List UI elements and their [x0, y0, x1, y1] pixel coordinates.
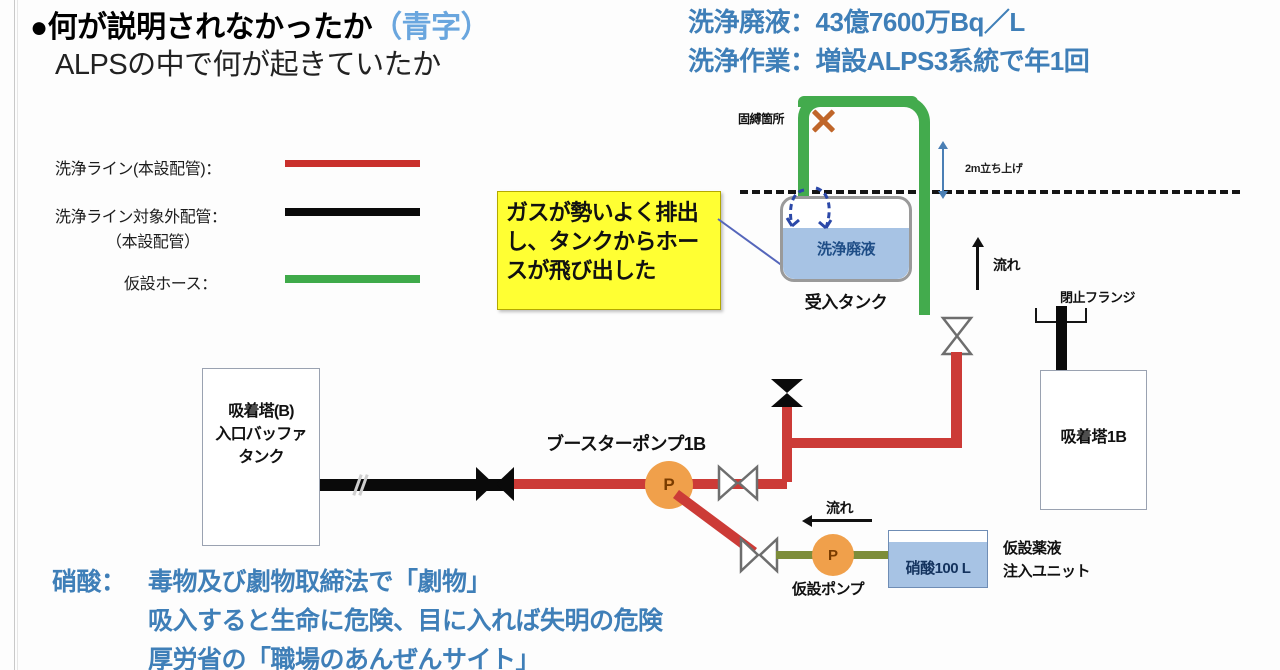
page-title-main: ●何が説明されなかったか	[30, 11, 373, 44]
valve-hose-to-pipe-icon	[940, 316, 974, 356]
black-pipe-horizontal	[320, 479, 510, 491]
receiving-tank-liquid-label: 洗浄廃液	[816, 241, 876, 258]
riser-dimension-arrow-icon	[938, 141, 948, 199]
bottom-note-line1: 毒物及び劇物取締法で「劇物」	[148, 568, 492, 596]
hose-bend-right	[896, 96, 930, 136]
temp-hose-left-segment	[776, 551, 816, 559]
left-border-rule	[14, 0, 15, 670]
note-cleaning-frequency: 洗浄作業：増設ALPS3系統で年1回	[688, 46, 1090, 76]
booster-pump-label: ブースターポンプ1B	[546, 434, 706, 454]
flow-label-right: 流れ	[993, 257, 1021, 273]
callout-text: ガスが勢いよく排出し、タンクからホースが飛び出した	[506, 200, 699, 284]
hose-segment-top-horizontal	[798, 96, 918, 107]
buffer-tank-box	[202, 368, 320, 546]
ground-reference-line	[740, 190, 1240, 194]
temp-hose-right-segment	[850, 551, 892, 559]
page-title-line1: ●何が説明されなかったか（青字）	[30, 2, 491, 46]
temp-pump-symbol: P	[812, 534, 854, 576]
bottom-note-line2: 吸入すると生命に危険、目に入れば失明の危険	[148, 607, 663, 635]
legend-swatch-excluded-pipe	[285, 208, 420, 216]
buffer-tank-label: 吸着塔(B) 入口バッファ タンク	[215, 403, 307, 467]
legend-label-temp-hose: 仮設ホース：	[124, 276, 217, 293]
valve-temp-injection-icon	[739, 536, 779, 574]
bottom-note-key: 硝酸：	[52, 568, 126, 596]
flow-arrow-left-icon	[802, 514, 872, 527]
red-pipe-vent-stub	[782, 400, 792, 442]
gas-discharge-callout: ガスが勢いよく排出し、タンクからホースが飛び出した	[497, 191, 721, 310]
valve-booster-discharge-icon	[717, 464, 759, 502]
gas-swirl-arrows-icon	[785, 186, 833, 230]
nitric-acid-tank-label: 硝酸100 L	[905, 560, 971, 577]
hose-bend-left	[798, 96, 822, 130]
flow-label-bottom: 流れ	[826, 500, 854, 516]
nitric-acid-tank-liquid	[889, 542, 987, 587]
tie-point-label: 固縛箇所	[738, 112, 785, 126]
legend-label-excluded-pipe: 洗浄ライン対象外配管：	[55, 209, 227, 226]
absorber-1b-box	[1040, 370, 1147, 510]
left-border-rule-secondary	[17, 0, 18, 670]
valve-vent-icon	[771, 379, 803, 407]
valve-buffer-outlet-icon	[476, 467, 514, 501]
red-pipe-riser-right	[951, 352, 962, 444]
blind-flange-stem	[1056, 306, 1067, 372]
absorber-1b-label: 吸着塔1B	[1060, 429, 1127, 446]
blind-flange-label: 閉止フランジ	[1060, 290, 1136, 305]
tie-point-x-icon	[810, 108, 836, 134]
flow-arrow-up-icon	[971, 237, 984, 290]
red-pipe-vertical-to-valve	[782, 438, 792, 482]
temp-pump-label: 仮設ポンプ	[792, 581, 865, 598]
page-title-paren: （青字）	[372, 11, 491, 44]
hose-segment-right-vertical	[919, 130, 930, 315]
red-pipe-main-horizontal	[497, 479, 787, 489]
legend-label-cleaning-line: 洗浄ライン(本設配管)：	[55, 161, 221, 178]
riser-dimension-label: 2m立ち上げ	[965, 163, 1023, 175]
injection-unit-label: 仮設薬液 注入ユニット	[1003, 540, 1091, 580]
note-waste-liquid-activity: 洗浄廃液：43億7600万Bq／L	[688, 7, 1025, 37]
bottom-note-line3: 厚労省の「職場のあんぜんサイト」	[148, 646, 541, 670]
red-pipe-upper-horizontal	[782, 438, 962, 448]
page-title-line2: ALPSの中で何が起きていたか	[55, 49, 441, 81]
legend-swatch-temp-hose	[285, 275, 420, 283]
receiving-tank-caption: 受入タンク	[804, 293, 888, 312]
legend-label-excluded-pipe-sub: （本設配管）	[106, 234, 200, 251]
receiving-tank-liquid	[783, 228, 909, 279]
legend-swatch-cleaning-line	[285, 160, 420, 167]
